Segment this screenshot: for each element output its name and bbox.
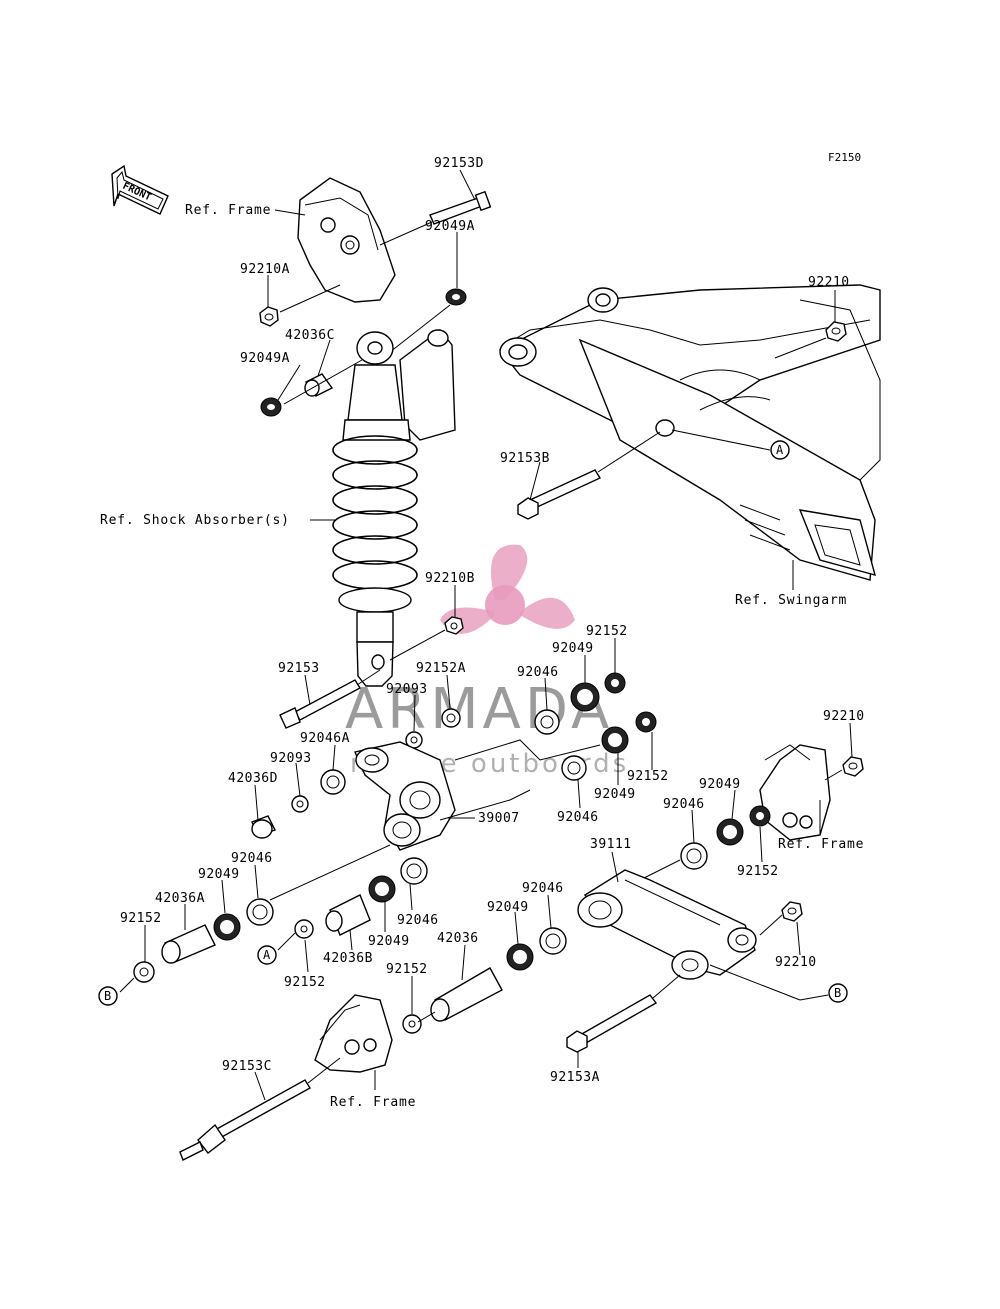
- ref-shock-absorber: Ref. Shock Absorber(s): [100, 513, 290, 528]
- nut-92210b: [444, 616, 464, 635]
- nut-92210a: [259, 306, 279, 327]
- bolt-92153: [279, 679, 361, 729]
- label-92210-right: 92210: [823, 709, 865, 724]
- collar-42036a: [161, 924, 216, 964]
- watermark-brand: ARMADA: [345, 677, 613, 742]
- marker-a-swingarm: [770, 440, 790, 460]
- label-92049a-top: 92049A: [425, 219, 475, 234]
- label-42036: 42036: [437, 931, 479, 946]
- collar-42036: [430, 967, 503, 1022]
- label-42036c: 42036C: [285, 328, 335, 343]
- seal-92152-lm: [294, 919, 314, 939]
- label-92210-br: 92210: [775, 955, 817, 970]
- bolt-92153c: [179, 1079, 311, 1161]
- label-92153c: 92153C: [222, 1059, 272, 1074]
- nut-92210-top: [825, 321, 847, 342]
- label-92152-r: 92152: [737, 864, 779, 879]
- bearing-92046-m: [561, 755, 587, 781]
- label-92046-lm: 92046: [397, 913, 439, 928]
- label-92152-lm: 92152: [284, 975, 326, 990]
- rocker-arm-39007: [354, 741, 456, 851]
- ref-frame-bottom: Ref. Frame: [330, 1095, 416, 1110]
- label-92152-l: 92152: [120, 911, 162, 926]
- label-92210a: 92210A: [240, 262, 290, 277]
- bearing-92046-c: [534, 709, 560, 735]
- frame-bracket-right: [759, 744, 831, 841]
- label-92093-a: 92093: [386, 682, 428, 697]
- label-92046-l: 92046: [231, 851, 273, 866]
- nut-92210-br: [781, 901, 803, 922]
- figure-code: F2150: [828, 151, 861, 164]
- label-92049-l: 92049: [198, 867, 240, 882]
- collar-42036c: [304, 373, 334, 397]
- label-42036a: 42036A: [155, 891, 205, 906]
- bearing-92046a: [320, 769, 346, 795]
- label-92093-b: 92093: [270, 751, 312, 766]
- collar-42036b: [325, 894, 371, 936]
- label-92153: 92153: [278, 661, 320, 676]
- tie-rod-39111: [577, 869, 757, 980]
- label-39111: 39111: [590, 837, 632, 852]
- svg-text:B: B: [104, 989, 111, 1003]
- shock-absorber: [332, 329, 456, 687]
- label-92153a: 92153A: [550, 1070, 600, 1085]
- ref-frame-right: Ref. Frame: [778, 837, 864, 852]
- label-92049-r: 92049: [699, 777, 741, 792]
- label-39007: 39007: [478, 811, 520, 826]
- label-42036b: 42036B: [323, 951, 373, 966]
- label-92152-r2: 92152: [627, 769, 669, 784]
- seal-92152-l: [133, 961, 155, 983]
- ref-frame-top: Ref. Frame: [185, 203, 271, 218]
- bolt-92153b: [517, 469, 602, 520]
- frame-bracket-top: [297, 177, 396, 303]
- collar-42036d: [251, 815, 276, 839]
- frame-bracket-bottom: [314, 994, 393, 1073]
- seal-92152-b: [402, 1014, 422, 1034]
- label-92046a: 92046A: [300, 731, 350, 746]
- label-92153b: 92153B: [500, 451, 550, 466]
- bearing-92046-r: [680, 842, 708, 870]
- label-42036d: 42036D: [228, 771, 278, 786]
- label-92049-lm: 92049: [368, 934, 410, 949]
- label-92049-b: 92049: [487, 900, 529, 915]
- bearing-92046-b: [539, 927, 567, 955]
- washer-92093-b: [291, 795, 309, 813]
- label-92153d: 92153D: [434, 156, 484, 171]
- bolt-92153d: [429, 190, 492, 225]
- label-92049-c: 92049: [552, 641, 594, 656]
- swingarm: [498, 284, 881, 581]
- bearing-92046-l: [246, 898, 274, 926]
- svg-text:B: B: [834, 986, 841, 1000]
- label-92046-b: 92046: [522, 881, 564, 896]
- marker-a-lower: [257, 945, 277, 965]
- label-92152a: 92152A: [416, 661, 466, 676]
- label-92152-b: 92152: [386, 962, 428, 977]
- label-92049a-left: 92049A: [240, 351, 290, 366]
- label-92046-r: 92046: [663, 797, 705, 812]
- svg-text:A: A: [776, 443, 784, 457]
- label-92046-m: 92046: [557, 810, 599, 825]
- nut-92210-right: [842, 756, 864, 777]
- label-92152-tr: 92152: [586, 624, 628, 639]
- svg-text:A: A: [263, 948, 271, 962]
- bearing-92046-lm: [400, 857, 428, 885]
- marker-b-right: [828, 983, 848, 1003]
- ref-swingarm: Ref. Swingarm: [735, 593, 847, 608]
- label-92210b: 92210B: [425, 571, 475, 586]
- label-92046-c: 92046: [517, 665, 559, 680]
- bolt-92153a: [566, 994, 658, 1053]
- label-92049-m: 92049: [594, 787, 636, 802]
- front-arrow-icon: FRONT: [111, 164, 169, 215]
- seal-92152a: [441, 708, 461, 728]
- label-92210-top: 92210: [808, 275, 850, 290]
- marker-b-left: [98, 986, 118, 1006]
